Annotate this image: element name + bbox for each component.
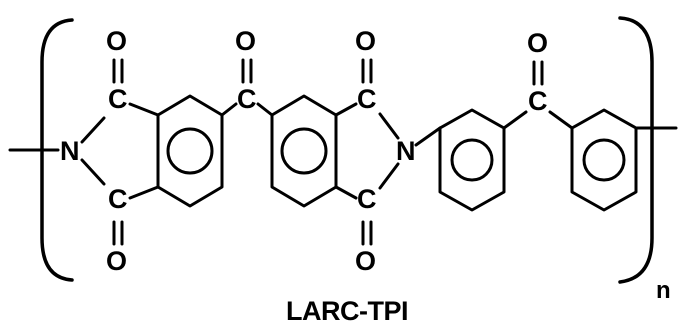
atom-o-5: O: [355, 246, 376, 276]
atom-o-4: O: [355, 26, 376, 56]
n-aryl-bond: [414, 126, 442, 147]
benzene-ring-1: [156, 94, 224, 208]
right-bracket: [618, 16, 654, 284]
atom-c-1: C: [108, 84, 128, 114]
figure-caption: LARC-TPI: [286, 296, 408, 326]
atom-n-2: N: [396, 136, 416, 166]
atom-n-1: N: [60, 136, 80, 166]
atom-c-5: C: [357, 184, 377, 214]
atom-o-3: O: [235, 26, 256, 56]
atom-c-4: C: [357, 84, 377, 114]
atom-o-2: O: [106, 246, 127, 276]
atom-c-2: C: [108, 184, 128, 214]
atom-c-6: C: [528, 86, 548, 116]
ketone-bridge-2: [502, 60, 574, 130]
atom-c-3: C: [237, 84, 257, 114]
imide-ring-center: [334, 58, 400, 246]
benzene-ring-2: [270, 94, 338, 208]
repeat-subscript: n: [656, 277, 671, 304]
ketone-bridge-1: [220, 58, 274, 117]
benzene-ring-4: [570, 108, 638, 212]
atom-o-6: O: [527, 28, 548, 58]
benzene-ring-3: [438, 108, 506, 212]
atom-o-1: O: [106, 26, 127, 56]
imide-ring-left: [80, 58, 160, 246]
